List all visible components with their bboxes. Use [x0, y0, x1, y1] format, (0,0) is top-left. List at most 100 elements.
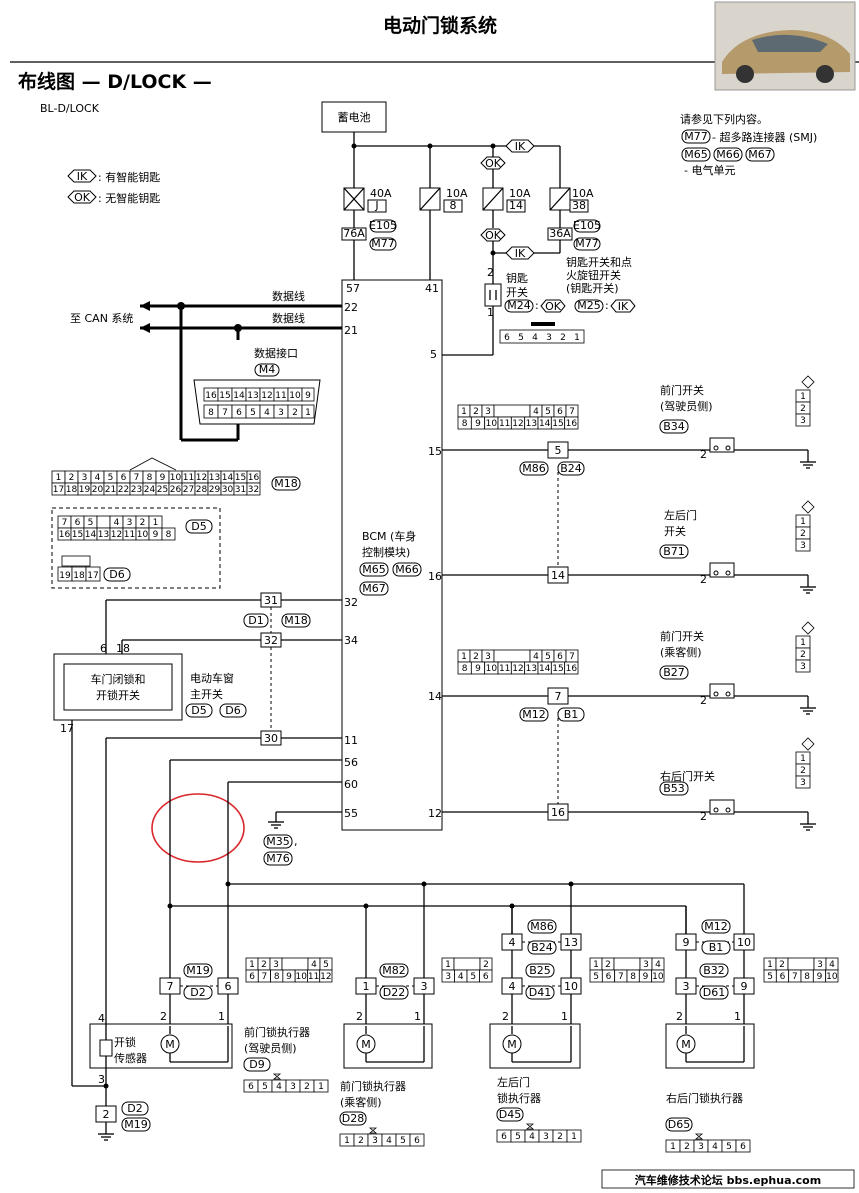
svg-text:火旋钮开关: 火旋钮开关 [566, 268, 621, 282]
svg-text:M86: M86 [522, 462, 546, 475]
svg-text:5: 5 [323, 960, 329, 970]
svg-text:M: M [165, 1038, 175, 1051]
svg-text:7: 7 [62, 518, 68, 528]
svg-text:3: 3 [800, 416, 806, 426]
svg-text:7: 7 [222, 408, 228, 418]
svg-text:7: 7 [262, 972, 268, 982]
svg-text:前门开关: 前门开关 [660, 383, 704, 397]
svg-text:10: 10 [296, 972, 308, 982]
diagram-code: BL-D/LOCK [40, 102, 100, 115]
svg-text:1: 1 [461, 652, 467, 662]
svg-text:60: 60 [344, 778, 358, 791]
svg-text:4: 4 [264, 408, 270, 418]
svg-text:2: 2 [487, 266, 494, 279]
svg-text:20: 20 [92, 485, 104, 495]
svg-text:3: 3 [127, 518, 133, 528]
svg-text:9: 9 [286, 972, 292, 982]
svg-text:3: 3 [683, 980, 690, 993]
svg-text:3: 3 [485, 652, 491, 662]
svg-text:6: 6 [483, 972, 489, 982]
svg-text:M67: M67 [362, 582, 386, 595]
svg-text:7: 7 [167, 980, 174, 993]
svg-text:3: 3 [643, 960, 649, 970]
svg-text:1: 1 [574, 333, 580, 343]
svg-text:57: 57 [346, 282, 360, 295]
svg-text:31: 31 [264, 594, 278, 607]
svg-text:11: 11 [308, 972, 319, 982]
svg-text:1: 1 [445, 960, 451, 970]
svg-text:9: 9 [741, 980, 748, 993]
svg-text:8: 8 [208, 408, 214, 418]
svg-text:(驾驶员侧): (驾驶员侧) [660, 399, 713, 413]
svg-text:D5: D5 [191, 520, 206, 533]
svg-text:3: 3 [98, 1073, 105, 1086]
svg-text:3: 3 [800, 662, 806, 672]
svg-text:29: 29 [209, 485, 221, 495]
svg-text:4: 4 [509, 936, 516, 949]
svg-text:13: 13 [247, 391, 258, 401]
svg-text:B25: B25 [529, 964, 551, 977]
svg-text:M35: M35 [266, 835, 290, 848]
svg-text:D28: D28 [342, 1112, 364, 1125]
svg-text:16: 16 [205, 391, 217, 401]
side-connector: 123 [795, 500, 815, 552]
svg-text:IK: IK [77, 170, 88, 183]
svg-text:14: 14 [551, 569, 565, 582]
svg-text:10: 10 [170, 473, 182, 483]
svg-text:1: 1 [670, 1142, 676, 1152]
svg-text:16: 16 [551, 806, 565, 819]
svg-text:15: 15 [72, 530, 83, 540]
svg-text:2: 2 [700, 810, 707, 823]
svg-text:B24: B24 [531, 941, 553, 954]
svg-text:10: 10 [289, 391, 301, 401]
svg-text:5: 5 [515, 1132, 521, 1142]
svg-text:26: 26 [170, 485, 182, 495]
svg-text:18: 18 [116, 642, 130, 655]
d5-d6-group [51, 507, 221, 589]
svg-text:4: 4 [829, 960, 835, 970]
svg-text:6: 6 [100, 642, 107, 655]
svg-text:13: 13 [209, 473, 220, 483]
svg-text:11: 11 [183, 473, 194, 483]
svg-text:8: 8 [804, 972, 810, 982]
svg-text:M86: M86 [530, 920, 554, 933]
svg-text:6: 6 [606, 972, 612, 982]
svg-text:55: 55 [344, 807, 358, 820]
svg-text:7: 7 [792, 972, 798, 982]
svg-text:5: 5 [262, 1082, 268, 1092]
svg-text:开关: 开关 [506, 285, 528, 299]
svg-text:13: 13 [526, 664, 537, 674]
svg-text:6: 6 [236, 408, 242, 418]
svg-text:电动车窗: 电动车窗 [190, 671, 234, 685]
svg-text:9: 9 [153, 530, 159, 540]
svg-text:10: 10 [652, 972, 664, 982]
svg-text:2: 2 [473, 407, 479, 417]
svg-text:15: 15 [552, 419, 563, 429]
svg-text:3: 3 [800, 541, 806, 551]
svg-text:12: 12 [512, 419, 523, 429]
svg-text:2: 2 [356, 1010, 363, 1023]
svg-text:M76: M76 [266, 852, 290, 865]
svg-text:OK: OK [485, 229, 502, 242]
svg-text:D45: D45 [499, 1108, 521, 1121]
inline-connector [547, 441, 569, 459]
svg-text:2: 2 [800, 766, 806, 776]
svg-text:11: 11 [344, 734, 358, 747]
svg-text:17: 17 [60, 722, 74, 735]
svg-text:M: M [361, 1038, 371, 1051]
svg-text:4: 4 [98, 1012, 105, 1025]
svg-text:6: 6 [75, 518, 81, 528]
svg-text:6: 6 [557, 652, 563, 662]
svg-text:8: 8 [462, 419, 468, 429]
svg-text:2: 2 [292, 408, 298, 418]
svg-text:E105: E105 [369, 219, 397, 232]
svg-text:3: 3 [546, 333, 552, 343]
svg-text:2: 2 [557, 1132, 563, 1142]
svg-text:56: 56 [344, 756, 358, 769]
key-switch: 2 1 钥匙 开关 M24 : OK 钥匙开关和点 火旋钮开关 (钥匙开关) M… [484, 255, 636, 319]
svg-text:4: 4 [533, 407, 539, 417]
